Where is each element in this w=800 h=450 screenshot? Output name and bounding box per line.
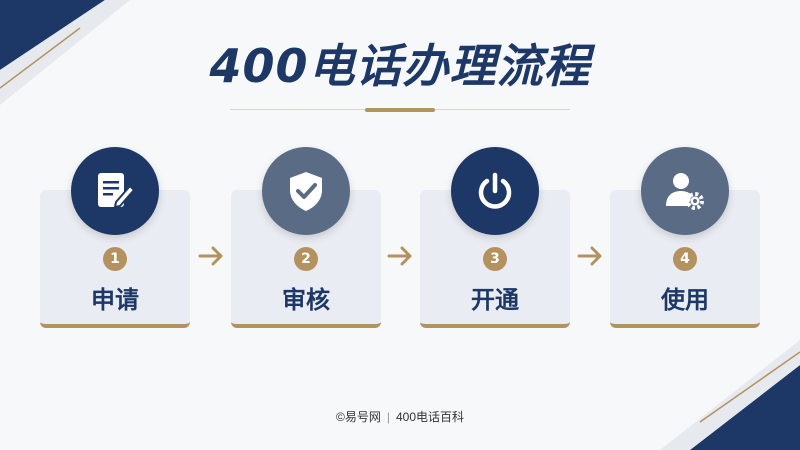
power-icon (451, 147, 539, 235)
arrow-right-icon (387, 246, 412, 266)
footer-text: 400电话百科 (395, 410, 464, 424)
page-title: 400电话办理流程 (209, 39, 591, 93)
shield-check-icon (262, 147, 350, 235)
step-label: 申请 (91, 286, 139, 314)
top-left-corner-decoration (0, 0, 130, 105)
step-label: 开通 (471, 286, 519, 314)
bottom-right-corner-decoration (660, 340, 800, 450)
document-edit-icon (71, 147, 159, 235)
title-accent-bar (365, 108, 435, 112)
footer-brand: ©易号网 (336, 410, 381, 424)
arrow-right-icon (198, 246, 223, 266)
step-number: 2 (294, 247, 318, 271)
step-number: 3 (483, 247, 507, 271)
arrow-right-icon (577, 246, 602, 266)
step-label: 使用 (661, 286, 709, 314)
step-number: 1 (103, 247, 127, 271)
footer-credit: ©易号网 | 400电话百科 (0, 408, 800, 425)
step-label: 审核 (282, 286, 330, 314)
user-gear-icon (641, 147, 729, 235)
footer-separator: | (386, 410, 390, 424)
step-number: 4 (673, 247, 697, 271)
